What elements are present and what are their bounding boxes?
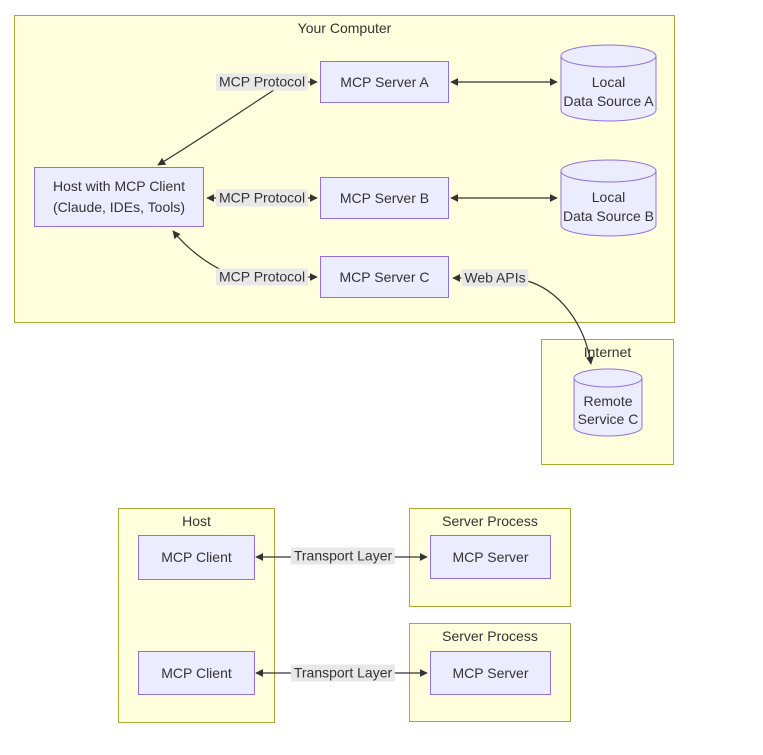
node-label: MCP Client — [161, 549, 232, 565]
cylinder-local-data-source-a: Local Data Source A — [560, 44, 657, 122]
node-label: MCP Server — [452, 548, 529, 565]
database-icon — [573, 368, 643, 437]
edge-host-to-server-c-curve — [172, 230, 227, 273]
database-icon — [560, 159, 657, 237]
node-mcp-server-1: MCP Server — [430, 535, 551, 579]
subgraph-internet: Internet — [541, 339, 674, 465]
node-label-line2: Service C — [577, 411, 639, 427]
node-mcp-server-b: MCP Server B — [320, 177, 449, 219]
subgraph-title-host: Host — [182, 513, 211, 529]
node-label-line1: Local — [591, 189, 626, 205]
node-label-line2: Data Source A — [563, 93, 654, 109]
node-label: MCP Client — [161, 664, 232, 681]
node-label: MCP Server A — [340, 73, 429, 90]
edge-web-apis-to-remote-service-curve — [523, 279, 594, 365]
node-label: MCP Server B — [339, 189, 430, 206]
edge-host-to-server-a-curve — [157, 89, 275, 166]
edge-label-mcp-protocol-1: MCP Protocol — [215, 73, 309, 91]
edge-label-web-apis: Web APIs — [461, 269, 529, 287]
edge-label-transport-layer-2: Transport Layer — [290, 664, 396, 682]
node-mcp-client-1: MCP Client — [138, 535, 255, 580]
database-icon — [560, 44, 657, 122]
subgraph-title-your-computer: Your Computer — [297, 20, 392, 36]
cylinder-local-data-source-b: Local Data Source B — [560, 159, 657, 237]
edge-label-transport-layer-1: Transport Layer — [290, 547, 396, 565]
subgraph-title-server-process-1: Server Process — [442, 513, 538, 529]
node-label: MCP Server — [452, 664, 529, 681]
node-label-line2: (Claude, IDEs, Tools) — [52, 199, 185, 215]
edge-label-mcp-protocol-3: MCP Protocol — [215, 268, 309, 286]
node-mcp-server-2: MCP Server — [430, 651, 551, 695]
node-host-with-mcp-client: Host with MCP Client (Claude, IDEs, Tool… — [34, 167, 204, 227]
node-mcp-server-c: MCP Server C — [320, 256, 449, 298]
node-label-line1: Local — [591, 74, 626, 90]
edge-label-mcp-protocol-2: MCP Protocol — [215, 189, 309, 207]
subgraph-title-internet: Internet — [583, 344, 632, 360]
subgraph-title-server-process-2: Server Process — [442, 628, 538, 644]
node-label-line1: Remote — [583, 393, 633, 409]
node-label-line2: Data Source B — [562, 208, 655, 224]
node-label: MCP Server C — [339, 268, 430, 285]
node-label-line1: Host with MCP Client — [52, 178, 185, 194]
node-mcp-client-2: MCP Client — [138, 651, 255, 695]
cylinder-remote-service-c: Remote Service C — [573, 368, 643, 437]
node-mcp-server-a: MCP Server A — [320, 61, 449, 103]
